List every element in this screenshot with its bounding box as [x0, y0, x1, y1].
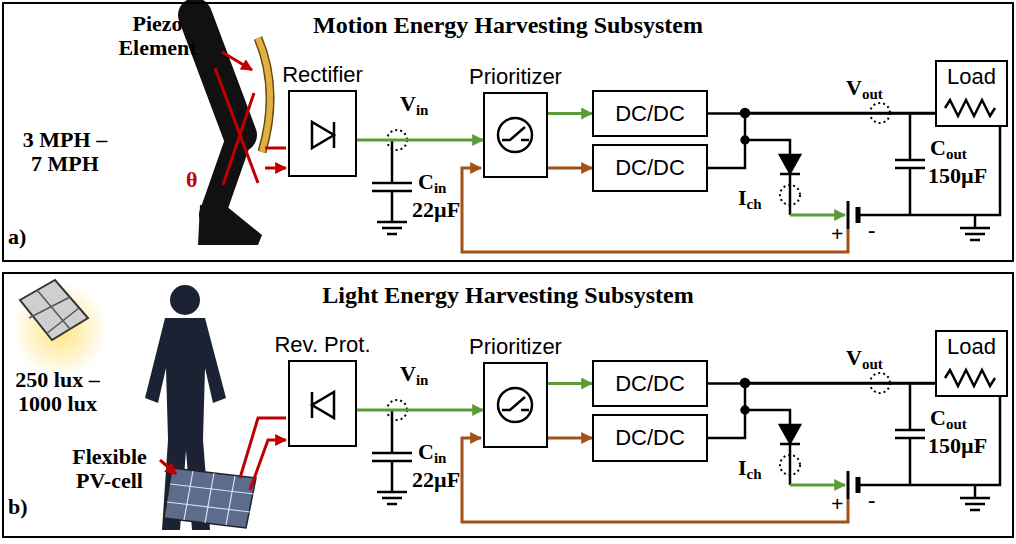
subscript: out: [862, 356, 883, 372]
converter-box: DC/DC: [592, 90, 708, 137]
battery-symbol: [847, 201, 850, 229]
piezo-element: [258, 38, 270, 152]
annotation-label: 3 MPH – 7 MPH: [15, 128, 115, 176]
subscript: ch: [747, 466, 762, 482]
annotation-label: 150µF: [928, 434, 987, 458]
panel-letter: b): [8, 495, 28, 519]
annotation-label: Vout: [846, 76, 883, 103]
connector: [357, 409, 483, 412]
shoe: [198, 205, 262, 245]
connector: [708, 113, 935, 168]
function-block: Rev. Prot.: [288, 360, 357, 447]
block-label: Load: [937, 62, 1006, 90]
piezo-element: [258, 38, 270, 152]
connector: [548, 437, 592, 440]
annotation-label: 150µF: [928, 164, 987, 188]
annotation-label: Vout: [846, 346, 883, 373]
annotation-label: Cout: [930, 406, 967, 433]
switch-symbol: [498, 118, 532, 152]
charge-arrow: [790, 214, 845, 217]
person-head: [170, 285, 200, 315]
annotation-label: Piezo Element: [95, 12, 220, 60]
annotation-label: 250 lux – 1000 lux: [5, 368, 110, 416]
probe-circle: [780, 185, 800, 205]
converter-box: DC/DC: [592, 144, 708, 192]
block-label: Load: [937, 332, 1006, 360]
function-block: Prioritizer: [483, 362, 548, 448]
subscript: in: [434, 180, 447, 196]
diode-symbol: [312, 392, 334, 418]
pv-cell-grid: [167, 471, 254, 525]
block-label: DC/DC: [615, 371, 685, 397]
subscript: out: [862, 86, 883, 102]
connector: [357, 139, 483, 142]
function-block: Prioritizer: [483, 92, 548, 178]
block-label: Prioritizer: [469, 64, 562, 90]
annotation-label: Cin: [418, 170, 446, 197]
ground-symbol: [960, 215, 990, 240]
connector: [548, 112, 592, 115]
input-capacitor: [372, 140, 412, 234]
load-box: Load: [935, 60, 1008, 127]
annotation-label: Vin: [400, 92, 428, 119]
annotation-label: Ich: [738, 186, 762, 213]
lamp-grid: [29, 290, 79, 334]
annotation-label: Flexible PV-cell: [62, 445, 157, 493]
resistor-symbol: [945, 100, 995, 116]
panel-title: Light Energy Harvesting Subsystem: [4, 274, 1012, 309]
annotation-label: Ich: [738, 456, 762, 483]
annotation-label: Cout: [930, 136, 967, 163]
block-label: Prioritizer: [469, 334, 562, 360]
block-label: DC/DC: [615, 101, 685, 127]
block-label: Rev. Prot.: [274, 332, 370, 358]
angle-lines: [215, 68, 258, 185]
circuit-wiring: [372, 370, 1000, 522]
lamp: [20, 280, 88, 340]
annotation-label: 22µF: [412, 198, 460, 222]
leg-illustration: [195, 15, 286, 245]
subscript: in: [434, 450, 447, 466]
annotation-label: 22µF: [412, 468, 460, 492]
switch-symbol: [502, 127, 529, 140]
block-label: Rectifier: [282, 62, 363, 88]
function-block: Rectifier: [288, 90, 357, 177]
connector: [708, 383, 935, 438]
diode-symbol: [780, 155, 800, 173]
annotation-label: -: [868, 218, 875, 242]
subscript: in: [416, 372, 429, 388]
load-box: Load: [935, 330, 1008, 397]
panel-letter: a): [8, 225, 26, 249]
converter-box: DC/DC: [592, 360, 708, 407]
annotation-label: Cin: [418, 440, 446, 467]
pv-cell: [164, 468, 256, 528]
block-label: DC/DC: [615, 425, 685, 451]
charge-wire: [745, 140, 790, 215]
output-capacitor: [895, 113, 925, 215]
leader-arrow: [160, 460, 176, 474]
converter-box: DC/DC: [592, 414, 708, 462]
annotation-label: -: [868, 488, 875, 512]
connector: [548, 382, 592, 385]
annotation-label: +: [831, 492, 844, 516]
subscript: ch: [747, 196, 762, 212]
diode-symbol: [780, 173, 800, 176]
subscript: out: [946, 416, 967, 432]
signal-arrow: [265, 148, 286, 168]
block-label: DC/DC: [615, 155, 685, 181]
signal-arrow: [240, 418, 286, 490]
circuit-wiring: [372, 100, 1000, 252]
subscript: out: [946, 146, 967, 162]
subsystem-panel: Light Energy Harvesting SubsystemRev. Pr…: [2, 272, 1014, 538]
leader-arrow: [222, 52, 252, 70]
annotation-label: θ: [186, 168, 197, 192]
ground-wire: [858, 127, 1000, 215]
annotation-label: +: [831, 222, 844, 246]
connector: [548, 167, 592, 170]
subscript: in: [416, 102, 429, 118]
battery-feed-wire: [462, 168, 848, 252]
diode-symbol: [312, 122, 334, 148]
annotation-label: Vin: [400, 362, 428, 389]
